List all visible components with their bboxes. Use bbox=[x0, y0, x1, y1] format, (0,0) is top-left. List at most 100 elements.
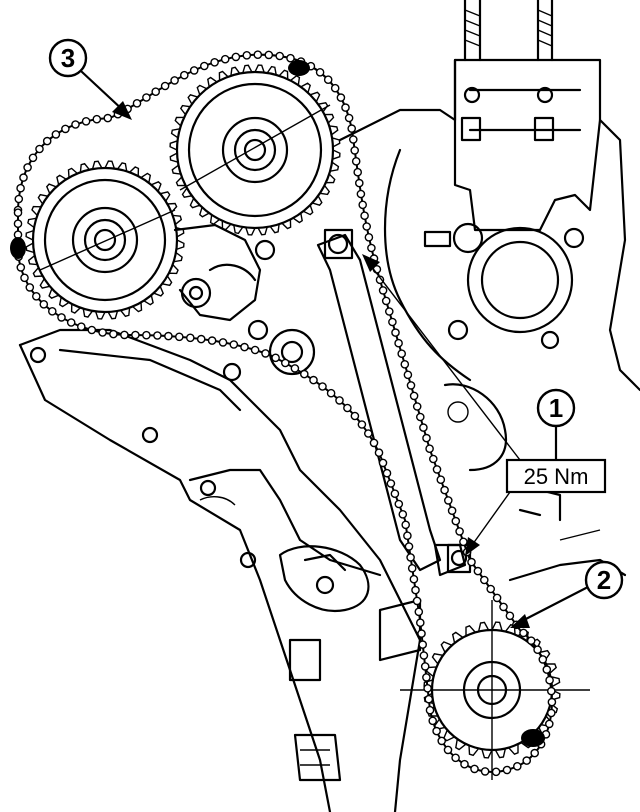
chain-link bbox=[367, 243, 376, 253]
chain-link bbox=[362, 222, 372, 231]
chain-link bbox=[286, 53, 295, 63]
chain-link bbox=[374, 448, 384, 458]
chain-link bbox=[406, 381, 416, 390]
chain-link bbox=[542, 665, 552, 674]
chain-link bbox=[545, 719, 554, 729]
chain-link bbox=[174, 332, 184, 342]
chain-link bbox=[418, 640, 428, 649]
chain-link bbox=[264, 50, 274, 60]
chain-link bbox=[170, 76, 179, 85]
chain-link bbox=[261, 349, 270, 358]
callout-3: 3 bbox=[48, 38, 132, 120]
chain-link bbox=[415, 412, 425, 422]
chain-link bbox=[363, 429, 373, 438]
chain-link bbox=[196, 334, 206, 344]
chain-marker-link bbox=[288, 60, 310, 76]
chain-link bbox=[492, 593, 502, 603]
chain-link bbox=[71, 120, 80, 129]
chain-link bbox=[437, 736, 447, 746]
chain-link bbox=[414, 607, 424, 617]
chain-link bbox=[61, 124, 70, 134]
chain-link bbox=[220, 54, 230, 64]
chain-link bbox=[397, 349, 407, 359]
chain-link bbox=[513, 762, 522, 771]
chain-link bbox=[299, 369, 309, 379]
chain-link bbox=[229, 340, 239, 349]
chain-link bbox=[48, 306, 57, 316]
chain-link bbox=[92, 114, 102, 124]
chain-link bbox=[185, 333, 195, 343]
chain-link bbox=[407, 564, 417, 573]
chain-link bbox=[13, 219, 23, 228]
chain-link bbox=[250, 345, 260, 355]
chain-link bbox=[323, 75, 333, 84]
chain-link bbox=[23, 163, 32, 172]
chain-link bbox=[425, 705, 435, 715]
chain-link bbox=[425, 444, 434, 454]
chain-link bbox=[403, 531, 412, 541]
chain-link bbox=[394, 338, 403, 348]
callout-1: 1 bbox=[536, 388, 576, 462]
chain-link bbox=[275, 51, 285, 61]
chain-link bbox=[66, 318, 76, 327]
chain-link bbox=[315, 68, 325, 77]
chain-link bbox=[103, 113, 113, 123]
chain-link bbox=[330, 83, 340, 93]
chain-link bbox=[207, 336, 217, 345]
chain-link bbox=[451, 753, 460, 763]
chain-link bbox=[357, 420, 367, 429]
chain-link bbox=[519, 628, 528, 638]
chain-link bbox=[20, 273, 29, 283]
chain-link bbox=[547, 708, 556, 718]
idler-and-tensioner bbox=[173, 223, 472, 577]
chain-link bbox=[42, 136, 52, 146]
chain-link bbox=[420, 662, 430, 671]
chain-link bbox=[533, 645, 542, 655]
chain-link bbox=[419, 423, 428, 432]
chain-link bbox=[81, 117, 91, 126]
chain-link bbox=[470, 764, 479, 774]
chain-link bbox=[151, 87, 160, 96]
chain-link bbox=[424, 694, 434, 704]
chain-link bbox=[432, 726, 441, 736]
chain-link bbox=[28, 153, 38, 163]
chain-link bbox=[343, 403, 352, 413]
chain-link bbox=[13, 208, 23, 217]
chain-link bbox=[460, 759, 469, 769]
chain-link bbox=[486, 584, 496, 594]
chain-link bbox=[404, 542, 414, 551]
chain-link bbox=[32, 291, 41, 301]
chain-link bbox=[199, 61, 209, 71]
chain-link bbox=[491, 767, 501, 777]
chain-link bbox=[19, 173, 28, 182]
camshaft-sprocket-right bbox=[175, 70, 335, 230]
chain-link bbox=[409, 574, 419, 584]
chain-link bbox=[440, 485, 449, 495]
chain-link bbox=[412, 402, 422, 411]
chain-link bbox=[360, 211, 369, 220]
chain-link bbox=[335, 396, 344, 405]
chain-marker-links bbox=[10, 60, 545, 747]
chain-link bbox=[309, 375, 318, 385]
chain-link bbox=[417, 629, 426, 638]
chain-link bbox=[160, 81, 170, 91]
chain-link bbox=[35, 144, 44, 154]
chain-link bbox=[179, 70, 189, 80]
chain-link bbox=[77, 322, 86, 332]
chain-link bbox=[378, 458, 388, 468]
callout-2-label: 2 bbox=[597, 565, 611, 595]
camshaft-sprocket-left bbox=[31, 166, 179, 314]
chain-link bbox=[499, 602, 508, 612]
chain-link bbox=[401, 520, 411, 530]
chain-link bbox=[526, 636, 536, 646]
chain-link bbox=[98, 328, 107, 337]
callout-2: 2 bbox=[510, 560, 624, 628]
chain-link bbox=[347, 124, 357, 133]
chain-link bbox=[344, 113, 354, 123]
sprocket-tooth-ring bbox=[25, 160, 185, 320]
chain-link bbox=[381, 296, 391, 306]
chain-link bbox=[455, 527, 464, 536]
chain-link bbox=[57, 313, 66, 322]
